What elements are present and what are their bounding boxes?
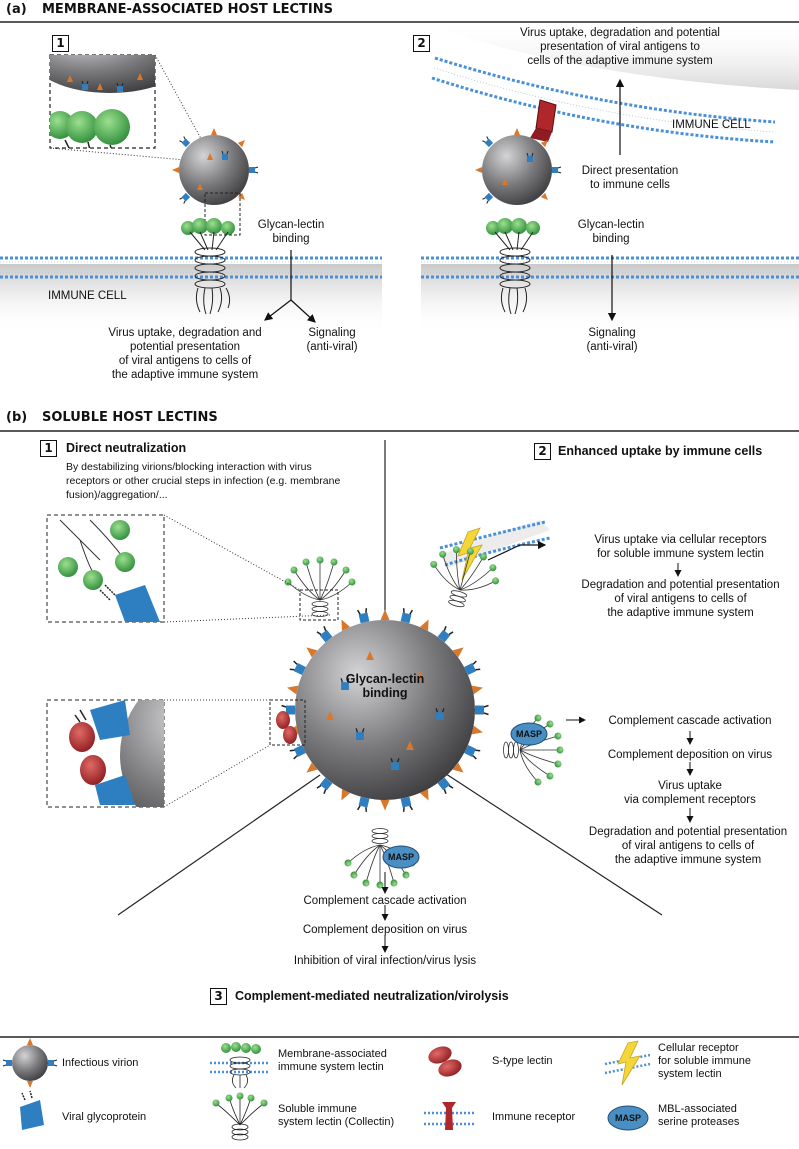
panel-b1-number: 1 — [40, 440, 57, 457]
membrane-lectin-icon — [210, 1042, 270, 1089]
masp-bottom — [382, 845, 420, 869]
right-cascade-activation: Complement cascade activation — [608, 715, 772, 727]
orange-spike — [380, 609, 390, 620]
viral-glycoprotein — [356, 795, 371, 813]
collectin-clusters — [284, 546, 564, 889]
a1-immune-cell-label: IMMUNE CELL — [48, 290, 127, 302]
infectious-virion-icon — [2, 1038, 58, 1088]
viral-glycoprotein — [399, 795, 414, 813]
panel-a1-virion — [172, 128, 259, 315]
panel-b-title: SOLUBLE HOST LECTINS — [42, 410, 218, 425]
panel-a-title: MEMBRANE-ASSOCIATED HOST LECTINS — [42, 2, 333, 17]
immune-receptor-icon — [424, 1102, 474, 1130]
masp-bottom-label: MASP — [387, 852, 414, 862]
collectin — [503, 714, 564, 786]
orange-spike — [471, 683, 484, 695]
masp-icon — [607, 1105, 649, 1131]
panel-a-left-membrane — [0, 256, 382, 334]
panel-b1-inset-collectin — [46, 514, 165, 623]
panel-b1-inset-s-type — [46, 699, 165, 808]
panel-b2-number: 2 — [534, 443, 551, 460]
legend-label-virion: Infectious virion — [62, 1057, 139, 1069]
cellular-receptor-icon — [604, 1040, 651, 1086]
panel-a-upper-immune-cell — [431, 20, 799, 144]
viral-glycoprotein-icon — [20, 1090, 44, 1130]
panel-b-central-virion — [295, 620, 475, 800]
a2-signaling-text: Signaling(anti-viral) — [586, 327, 638, 353]
masp-right — [510, 722, 548, 746]
orange-spike — [286, 683, 299, 695]
legend-label-immune-receptor: Immune receptor — [492, 1111, 576, 1123]
panel-b-cascade-arrows — [381, 563, 694, 953]
panel-a1-zoom-inset — [49, 54, 156, 149]
orange-spike — [380, 800, 390, 811]
panel-b3-number: 3 — [210, 988, 227, 1005]
collectin-icon — [212, 1092, 268, 1141]
panel-a-letter: (a) — [6, 2, 27, 17]
panel-a1-number: 1 — [52, 35, 69, 52]
panel-b2-title: Enhanced uptake by immune cells — [558, 444, 763, 458]
a2-immune-cell-label: IMMUNE CELL — [672, 119, 751, 131]
collectin — [430, 546, 500, 608]
panel-b-letter: (b) — [6, 410, 28, 425]
a1-signaling-text: Signaling(anti-viral) — [306, 327, 358, 353]
bottom-cascade-deposition: Complement deposition on virus — [302, 924, 468, 936]
panel-b1-description: By destabilizing virions/blocking intera… — [66, 461, 341, 501]
panel-a2-number: 2 — [413, 35, 430, 52]
immune-receptor — [530, 99, 557, 142]
bottom-cascade-activation: Complement cascade activation — [303, 895, 467, 907]
panel-a-right-membrane — [421, 256, 799, 334]
viral-glycoprotein — [356, 607, 371, 625]
right-cascade-deposition: Complement deposition on virus — [607, 749, 773, 761]
viral-glycoprotein — [474, 704, 490, 716]
s-type-lectin-icon — [428, 1046, 462, 1077]
masp-right-label: MASP — [515, 729, 542, 739]
legend-label-s-type: S-type lectin — [492, 1055, 553, 1067]
orange-spike — [471, 725, 484, 737]
panel-a2-virion — [475, 128, 562, 315]
bottom-cascade-inhibition: Inhibition of viral infection/virus lysi… — [293, 955, 477, 967]
panel-b3-title: Complement-mediated neutralization/virol… — [235, 989, 509, 1003]
collectin — [284, 556, 356, 617]
panel-b1-title: Direct neutralization — [66, 441, 187, 455]
legend-masp-badge: MASP — [614, 1113, 641, 1123]
viral-glycoprotein — [399, 607, 414, 625]
legend-label-glycoprotein: Viral glycoprotein — [62, 1111, 147, 1123]
panel-a-arrows — [264, 78, 625, 323]
